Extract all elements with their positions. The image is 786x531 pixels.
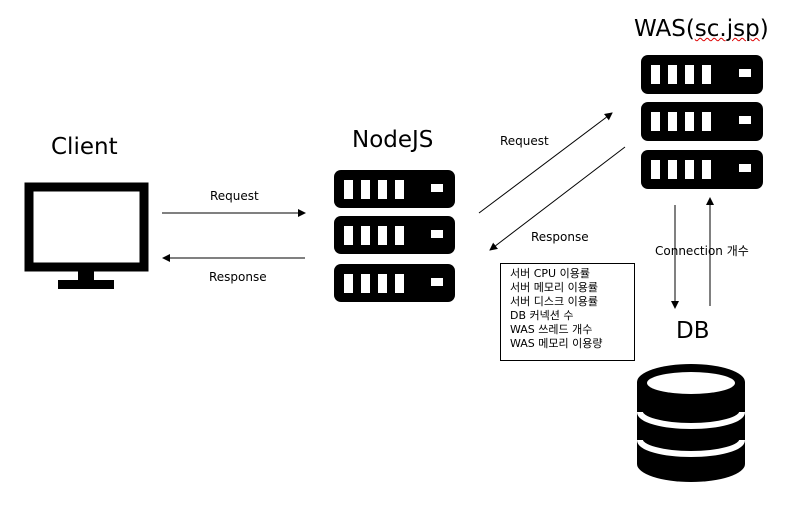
server-unit: [334, 170, 455, 208]
metric-item: DB 커넥션 수: [510, 309, 574, 322]
was-request-label: Request: [500, 134, 549, 148]
metric-item: 서버 메모리 이용률: [510, 281, 598, 294]
monitoring-metrics-box: 서버 CPU 이용률 서버 메모리 이용률 서버 디스크 이용률 DB 커넥션 …: [500, 263, 635, 361]
nodejs-server-icon: [334, 170, 455, 302]
was-response-label: Response: [531, 230, 589, 244]
monitor-icon: [24, 182, 149, 289]
server-unit: [641, 55, 763, 94]
client-title: Client: [51, 134, 118, 160]
was-title-name: sc.jsp: [694, 16, 760, 42]
was-title-prefix: WAS(: [634, 16, 695, 42]
db-title: DB: [676, 318, 710, 344]
server-unit: [641, 150, 763, 189]
metric-item: 서버 디스크 이용률: [510, 295, 598, 308]
nodejs-title: NodeJS: [352, 127, 434, 153]
server-unit: [641, 102, 763, 141]
was-title-suffix: ): [759, 16, 769, 42]
metric-item: WAS 쓰레드 개수: [510, 323, 593, 336]
was-server-icon: [641, 55, 763, 189]
was-request-arrow: [478, 112, 613, 214]
metric-item: WAS 메모리 이용량: [510, 337, 603, 350]
client-response-label: Response: [209, 270, 267, 284]
server-unit: [334, 216, 455, 254]
metric-item: 서버 CPU 이용률: [510, 267, 590, 280]
was-response-arrow: [489, 146, 626, 251]
was-title: WAS(sc.jsp): [634, 16, 769, 42]
database-icon: [637, 364, 745, 482]
connection-count-label: Connection 개수: [655, 244, 749, 258]
server-unit: [334, 264, 455, 302]
client-request-label: Request: [210, 189, 259, 203]
